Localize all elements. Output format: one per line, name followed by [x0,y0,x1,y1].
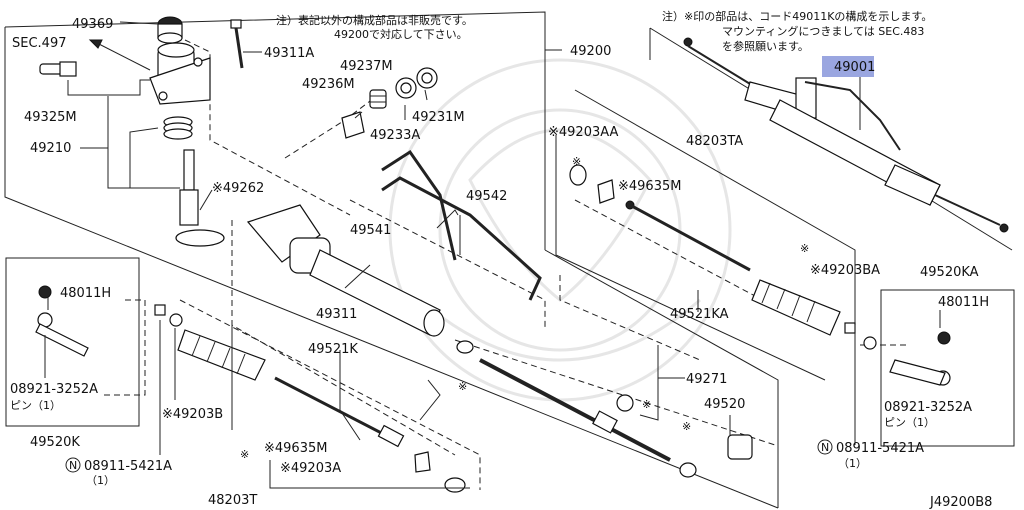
boot-49203ba[interactable] [751,279,856,336]
label-49311[interactable]: 49311 [316,307,357,322]
plate-49635m-right[interactable] [597,179,615,204]
seal-rings-49210[interactable] [163,116,193,140]
asterisk-mark: ※ [800,242,809,255]
label-49262[interactable]: ※49262 [212,181,264,196]
label-49369[interactable]: 49369 [72,17,113,32]
label-49635m-left[interactable]: ※49635M [264,441,327,456]
tie-rod-end-right[interactable] [863,331,951,386]
label-49520[interactable]: 49520 [704,397,745,412]
asterisk-mark: ※ [240,448,249,461]
label-48203ta[interactable]: 48203TA [686,134,743,149]
label-49325m[interactable]: 49325M [24,110,77,125]
asterisk-marks: ※ ※ ※ ※ ※ ※ [240,155,809,461]
label-08921-right[interactable]: 08921-3252A [884,400,972,415]
note-right-line1: 注）※印の部品は、コード49011Kの構成を示します。 [662,9,932,23]
boot-49203b[interactable] [154,304,266,381]
rack-assembly-49001[interactable] [683,37,1009,233]
label-08911-left[interactable]: 08911-5421A [84,459,172,474]
seal-49520[interactable] [679,434,753,478]
nut-49231m[interactable] [416,67,438,89]
valve-housing[interactable] [149,42,211,105]
label-49233a[interactable]: 49233A [370,128,420,143]
asterisk-mark: ※ [458,380,467,393]
label-49542[interactable]: 49542 [466,189,507,204]
label-qty-right: （1） [838,457,867,470]
notes: 注）表記以外の構成部品は非販売です。 49200で対応して下さい。 注）※印の部… [276,9,932,53]
arrow-sec497 [88,39,151,71]
asterisk-mark: ※ [572,155,581,168]
n-symbol-left-text: N [69,459,77,472]
label-08921-left[interactable]: 08921-3252A [10,382,98,397]
note-left-line2: 49200で対応して下さい。 [334,27,468,41]
note-right-line3: を参照願います。 [722,39,809,53]
label-49271[interactable]: 49271 [686,372,727,387]
gear-housing-49311[interactable] [246,204,445,337]
fitting-49325m[interactable] [39,61,77,77]
label-49521ka[interactable]: 49521KA [670,307,729,322]
nut-49369[interactable] [157,16,183,44]
diagram-id: J49200B8 [929,495,992,510]
label-leaders [44,21,941,489]
tie-rod-48203t[interactable] [274,376,466,493]
note-right-line2: マウンティングにつきましては SEC.483 [722,24,924,38]
label-qty-left: （1） [86,474,115,487]
highlight-49001 [822,56,874,77]
note-left-line1: 注）表記以外の構成部品は非販売です。 [276,13,473,27]
label-49520ka[interactable]: 49520KA [920,265,979,280]
label-49203aa[interactable]: ※49203AA [548,125,619,140]
label-49231m[interactable]: 49231M [412,110,465,125]
tie-rod-end-left[interactable] [35,285,89,357]
spring-49237m[interactable] [369,89,387,109]
part-labels: 49369 SEC.497 49311A 49325M 49237M 49236… [10,17,992,510]
tie-rod-48203ta[interactable] [625,200,751,272]
n-symbol-left: N [65,457,81,473]
label-49311a[interactable]: 49311A [264,46,314,61]
label-49203b[interactable]: ※49203B [162,407,223,422]
n-symbol-right-text: N [821,441,829,454]
label-49237m[interactable]: 49237M [340,59,393,74]
label-49521k[interactable]: 49521K [308,342,358,357]
ring-49233a[interactable] [395,77,417,99]
asterisk-mark: ※ [682,420,691,433]
label-49236m[interactable]: 49236M [302,77,355,92]
bolt-49311a[interactable] [230,19,244,69]
label-49200[interactable]: 49200 [570,44,611,59]
label-49210[interactable]: 49210 [30,141,71,156]
label-49520k[interactable]: 49520K [30,435,80,450]
label-08911-right[interactable]: 08911-5421A [836,441,924,456]
label-48011h-right[interactable]: 48011H [938,295,989,310]
label-49541[interactable]: 49541 [350,223,391,238]
label-sec497[interactable]: SEC.497 [12,36,67,51]
rack-49271[interactable] [456,340,671,462]
label-49635m-right[interactable]: ※49635M [618,179,681,194]
label-49203a[interactable]: ※49203A [280,461,341,476]
clip-49203aa[interactable] [569,164,587,186]
n-symbol-right: N [817,439,833,455]
pinion-49262[interactable] [175,149,225,247]
assembly-outline [4,11,1015,509]
asterisk-mark: ※ [642,398,651,411]
label-49203ba[interactable]: ※49203BA [810,263,880,278]
plug-49236m[interactable] [341,111,365,139]
pipes-49541-49542[interactable] [381,149,542,301]
label-49001[interactable]: 49001 [834,60,875,75]
label-pin-right: ピン（1） [884,416,935,429]
label-48203t[interactable]: 48203T [208,493,257,508]
label-pin-left: ピン（1） [10,399,61,412]
label-48011h-left[interactable]: 48011H [60,286,111,301]
